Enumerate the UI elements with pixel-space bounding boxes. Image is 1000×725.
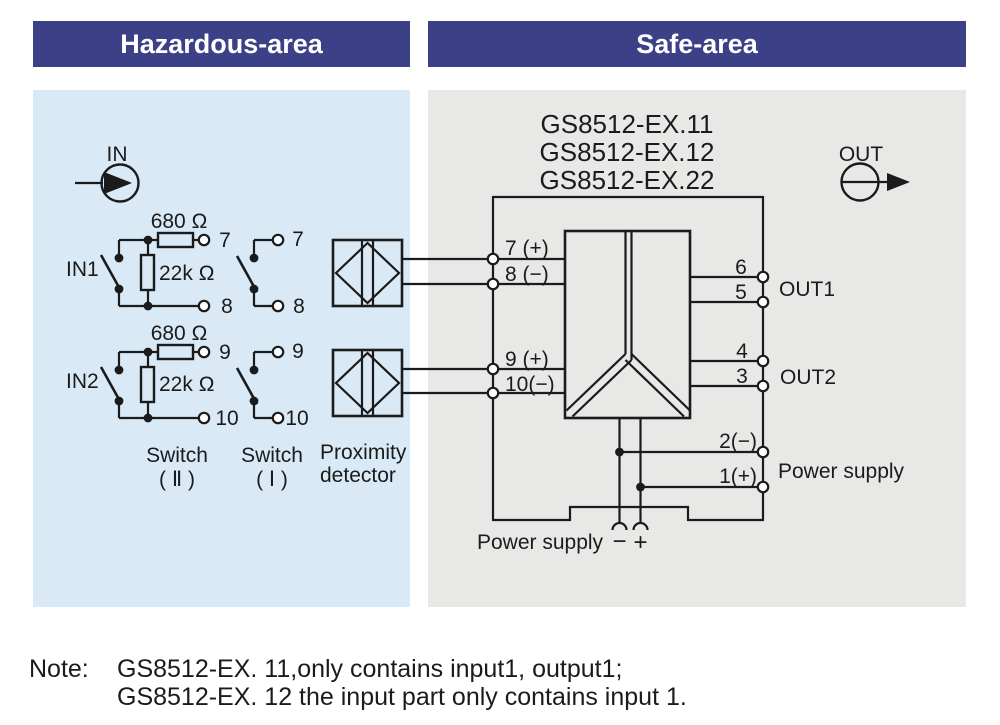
proximity-caption-line1: Proximity: [320, 441, 407, 464]
terminal-10-switch: [271, 411, 285, 425]
input1-circuit: [99, 231, 211, 313]
terminal-10-module-label: 10(−): [505, 373, 555, 396]
terminal-4-label: 4: [736, 340, 748, 363]
power-minus-socket: [611, 521, 628, 531]
terminal-8-switch-label: 8: [293, 295, 305, 318]
hazard-wiring: [75, 163, 488, 425]
terminal-9-module-label: 9 (+): [505, 348, 549, 371]
resistor-680-1-label: 680 Ω: [151, 210, 208, 233]
terminal-3: [756, 379, 770, 393]
note-label: Note:: [29, 655, 89, 683]
terminal-9-switch: [271, 345, 285, 359]
switch2-number: ( Ⅱ ): [159, 468, 195, 491]
power-plus-socket: [632, 521, 649, 531]
in1-label: IN1: [66, 258, 99, 281]
terminal-7-module-label: 7 (+): [505, 237, 549, 260]
in2-label: IN2: [66, 370, 99, 393]
terminal-5-label: 5: [735, 281, 747, 304]
terminal-7-switch: [271, 233, 285, 247]
resistor-680-2-label: 680 Ω: [151, 322, 208, 345]
note-line1: GS8512-EX. 11,only contains input1, outp…: [117, 655, 623, 683]
terminal-7-left: [197, 233, 211, 247]
terminal-1: [756, 480, 770, 494]
output-terminal-wires: [690, 270, 770, 393]
terminal-7-switch-label: 7: [292, 228, 304, 251]
in-label: IN: [107, 143, 128, 166]
switch2-caption: Switch: [146, 444, 208, 467]
safe-area-header: Safe-area: [428, 21, 966, 67]
out-label: OUT: [839, 143, 884, 166]
model-name-2: GS8512-EX.12: [540, 137, 715, 167]
model-name-1: GS8512-EX.11: [541, 109, 714, 139]
terminal-2-label: 2(−): [719, 430, 757, 453]
terminal-9-module: [486, 362, 500, 376]
power-supply-wiring: [611, 418, 770, 531]
power-plus-label: +: [633, 529, 647, 556]
terminal-10-left-label: 10: [215, 407, 238, 430]
left-terminal-wires: [486, 252, 565, 400]
terminal-5: [756, 295, 770, 309]
resistor-22k-2-label: 22k Ω: [159, 373, 214, 396]
terminal-1-label: 1(+): [719, 465, 757, 488]
note-line2: GS8512-EX. 12 the input part only contai…: [117, 683, 687, 711]
power-minus-label: −: [612, 528, 626, 555]
output-arrow-icon: [840, 162, 910, 202]
switch1-circuit-top: [235, 233, 285, 313]
terminal-8-switch: [271, 299, 285, 313]
model-name-3: GS8512-EX.22: [540, 165, 715, 195]
hazard-labels: IN 680 Ω 7 IN1 22k Ω 8 7 8 680 Ω 9 IN2 2…: [66, 143, 407, 491]
terminal-10-module: [486, 386, 500, 400]
isolation-block: [563, 229, 692, 420]
input-arrow-icon: [75, 163, 140, 203]
power-supply-right-label: Power supply: [778, 460, 905, 483]
terminal-9-left-label: 9: [219, 341, 231, 364]
switch1-number: ( Ⅰ ): [256, 468, 288, 491]
proximity-caption-line2: detector: [320, 464, 396, 487]
terminal-8-module-label: 8 (−): [505, 263, 549, 286]
proximity-detector-symbol-1: [331, 238, 488, 308]
switch1-caption: Switch: [241, 444, 303, 467]
hazardous-area-header: Hazardous-area: [33, 21, 410, 67]
terminal-6: [756, 270, 770, 284]
hazardous-area-panel: [33, 90, 410, 607]
terminal-8-left-label: 8: [221, 295, 233, 318]
terminal-7-left-label: 7: [219, 229, 231, 252]
terminal-10-switch-label: 10: [285, 407, 308, 430]
terminal-9-left: [197, 345, 211, 359]
terminal-2: [756, 445, 770, 459]
terminal-8-left: [197, 299, 211, 313]
out1-label: OUT1: [779, 278, 835, 301]
out2-label: OUT2: [780, 366, 836, 389]
switch1-circuit-bottom: [235, 345, 285, 425]
power-supply-bottom-label: Power supply: [477, 531, 604, 554]
terminal-9-switch-label: 9: [292, 340, 304, 363]
proximity-detector-symbol-2: [331, 348, 488, 418]
terminal-3-label: 3: [736, 365, 748, 388]
terminal-7-module: [486, 252, 500, 266]
input2-circuit: [99, 343, 211, 425]
safe-wiring: [486, 162, 910, 531]
terminal-8-module: [486, 277, 500, 291]
terminal-10-left: [197, 411, 211, 425]
resistor-22k-1-label: 22k Ω: [159, 262, 214, 285]
terminal-6-label: 6: [735, 256, 747, 279]
terminal-4: [756, 354, 770, 368]
safe-labels: GS8512-EX.11 GS8512-EX.12 GS8512-EX.22 O…: [477, 109, 905, 556]
